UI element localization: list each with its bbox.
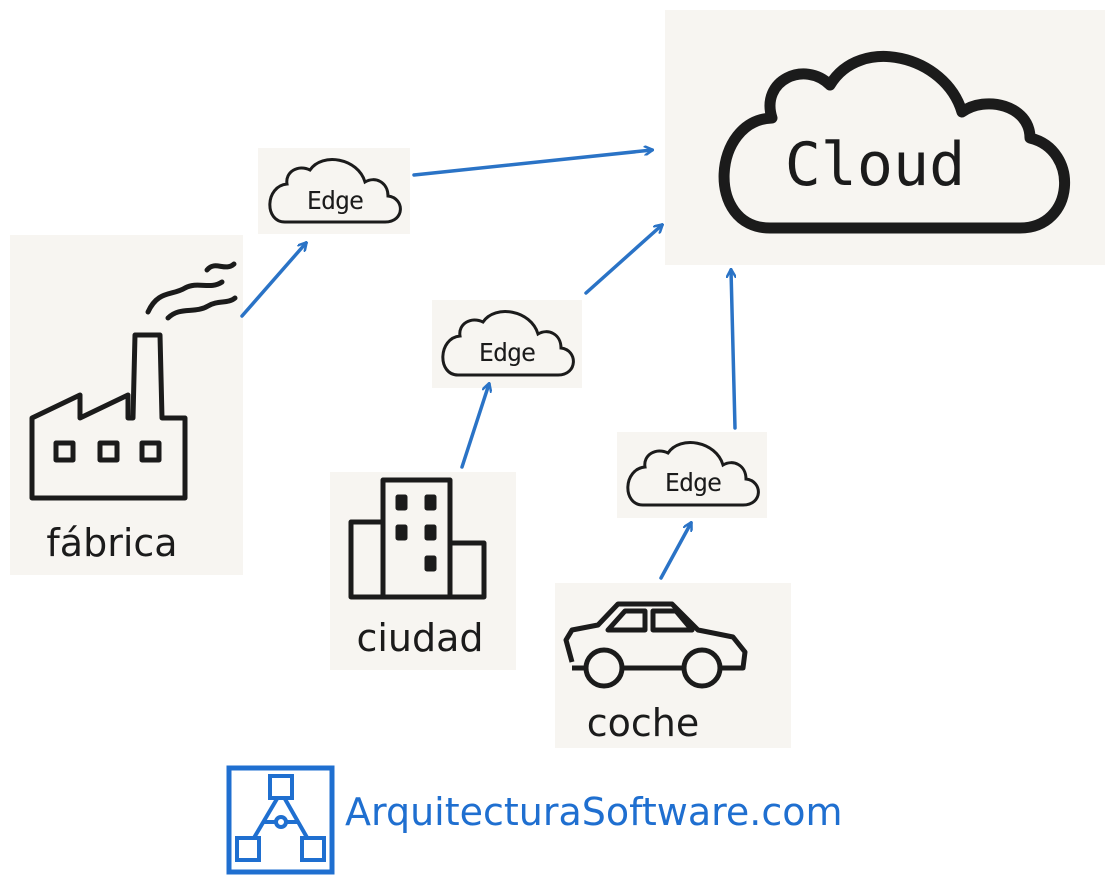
brand-text[interactable]: ArquitecturaSoftware.com: [345, 790, 843, 834]
arrow-edge-middle-cloud: [584, 225, 662, 295]
arrow-factory-edge: [240, 243, 306, 318]
car-label: coche: [586, 701, 700, 745]
edge-tile-middle: [432, 300, 582, 388]
factory-icon: [29, 261, 238, 501]
arrow-edge-top-cloud: [412, 150, 652, 177]
arrow-city-edge: [460, 384, 489, 469]
edge-cloud-icon-middle: [441, 310, 575, 377]
edge-label-middle: Edge: [478, 338, 536, 367]
factory-label: fábrica: [46, 521, 178, 565]
city-icon: [348, 477, 487, 600]
cloud-label: Cloud: [784, 130, 966, 200]
edge-label-top: Edge: [306, 186, 364, 215]
city-label: ciudad: [356, 616, 484, 660]
edge-tile-top: [258, 148, 410, 234]
edge-label-right: Edge: [664, 468, 722, 497]
edge-cloud-icon-top: [268, 158, 402, 224]
arrow-car-edge: [659, 523, 691, 580]
arrows: [240, 150, 737, 580]
edge-cloud-icon-right: [626, 441, 760, 507]
brand-logo-icon: [226, 765, 335, 875]
arrow-edge-right-cloud: [731, 270, 737, 430]
cloud-icon: [718, 50, 1070, 234]
car-icon: [563, 601, 748, 689]
